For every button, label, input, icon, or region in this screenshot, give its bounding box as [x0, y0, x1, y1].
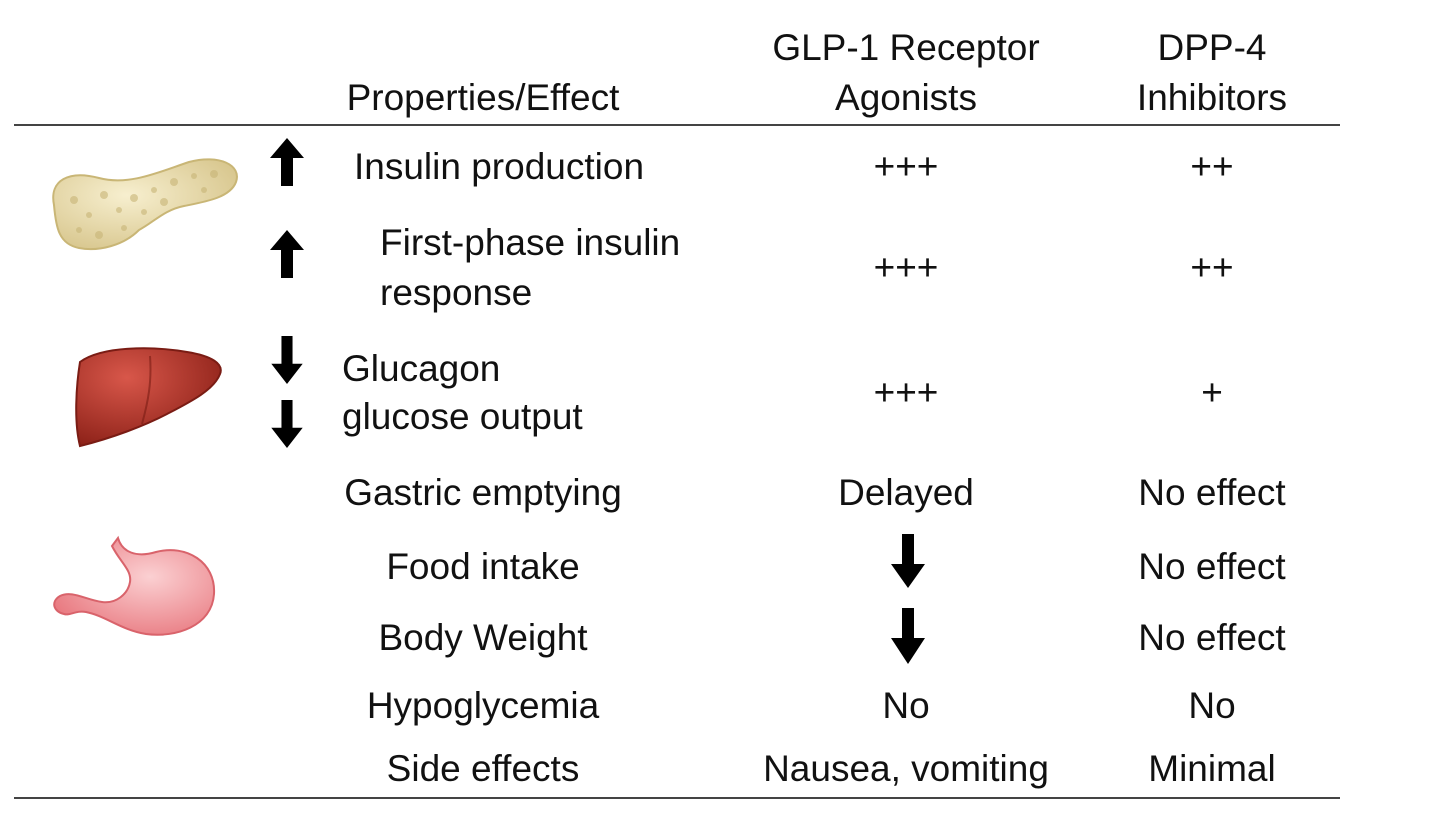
row-first-phase-property-line2: response	[380, 272, 533, 313]
header-glp1-line2: Agonists	[835, 77, 977, 118]
row-first-phase-dpp4: ++	[1190, 247, 1234, 288]
down-arrow-icon	[271, 400, 303, 448]
row-insulin-production-dpp4: ++	[1190, 146, 1234, 187]
row-side-effects-property: Side effects	[386, 748, 580, 789]
row-side-effects-dpp4: Minimal	[1148, 748, 1276, 789]
row-insulin-production-glp1: +++	[873, 146, 939, 187]
row-side-effects-glp1: Nausea, vomiting	[763, 748, 1049, 789]
header-dpp4-line1: DPP-4	[1157, 27, 1267, 68]
down-arrow-icon	[891, 608, 925, 664]
row-glucagon-property-line2: glucose output	[342, 396, 583, 437]
row-glucagon-property-line1: Glucagon	[342, 348, 501, 389]
header-dpp4-line2: Inhibitors	[1136, 77, 1288, 118]
row-food-intake-dpp4: No effect	[1138, 546, 1286, 587]
row-glucagon-glp1: +++	[873, 372, 939, 413]
row-hypoglycemia-property: Hypoglycemia	[366, 685, 600, 726]
row-food-intake-property: Food intake	[386, 546, 580, 587]
down-arrow-icon	[891, 534, 925, 588]
footer-rule	[14, 797, 1340, 799]
row-insulin-production-property: Insulin production	[354, 146, 645, 187]
stomach-icon	[53, 535, 216, 636]
row-gastric-emptying-glp1: Delayed	[838, 472, 974, 513]
header-glp1-line1: GLP-1 Receptor	[772, 27, 1040, 68]
row-first-phase-glp1: +++	[873, 247, 939, 288]
up-arrow-icon	[270, 138, 304, 186]
pancreas-icon	[52, 158, 238, 251]
up-arrow-icon	[270, 230, 304, 278]
down-arrow-icon	[271, 336, 303, 384]
row-hypoglycemia-dpp4: No	[1188, 685, 1236, 726]
header-property: Properties/Effect	[346, 77, 620, 118]
row-gastric-emptying-property: Gastric emptying	[344, 472, 622, 513]
row-body-weight-dpp4: No effect	[1138, 617, 1286, 658]
row-first-phase-property-line1: First-phase insulin	[380, 222, 681, 263]
row-gastric-emptying-dpp4: No effect	[1138, 472, 1286, 513]
row-glucagon-dpp4: +	[1201, 372, 1223, 413]
header-rule	[14, 124, 1340, 126]
row-hypoglycemia-glp1: No	[882, 685, 930, 726]
row-body-weight-property: Body Weight	[378, 617, 588, 658]
liver-icon	[75, 347, 222, 448]
